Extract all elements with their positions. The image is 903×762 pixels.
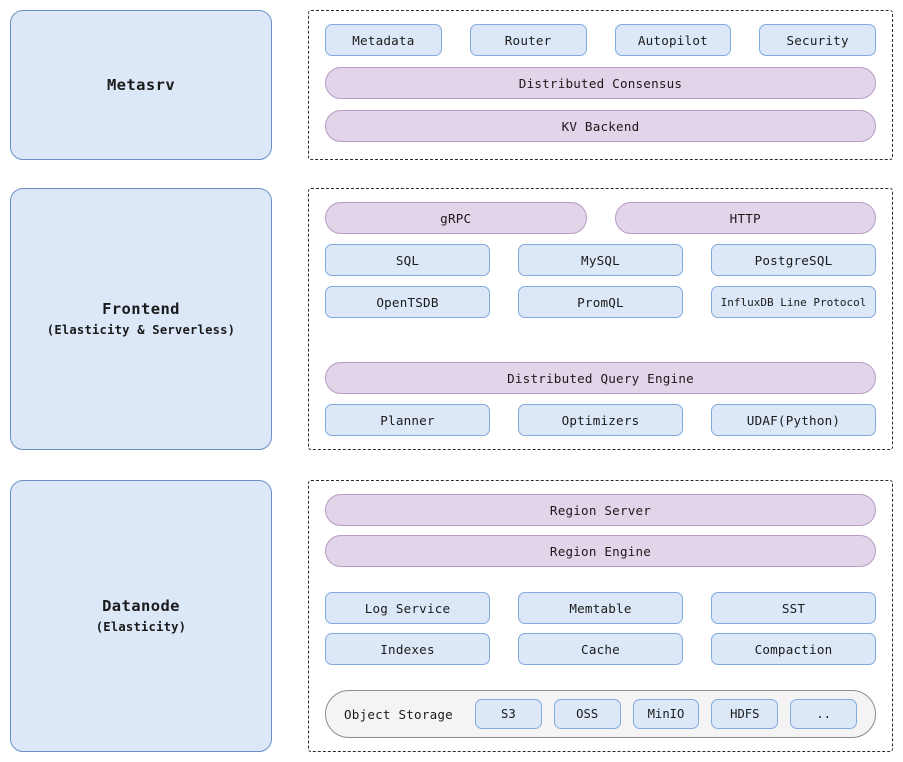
role-box-datanode: Datanode (Elasticity) xyxy=(10,480,272,752)
chip-postgresql[interactable]: PostgreSQL xyxy=(711,244,876,276)
pill-grpc[interactable]: gRPC xyxy=(325,202,587,234)
chip-oss[interactable]: OSS xyxy=(553,699,621,729)
chip-udaf-python[interactable]: UDAF(Python) xyxy=(711,404,876,436)
pill-region-engine[interactable]: Region Engine xyxy=(325,535,876,567)
datanode-storage-components-row-2: Indexes Cache Compaction xyxy=(325,633,876,665)
chip-promql[interactable]: PromQL xyxy=(518,286,683,318)
pill-distributed-query-engine[interactable]: Distributed Query Engine xyxy=(325,362,876,394)
chip-indexes[interactable]: Indexes xyxy=(325,633,490,665)
role-title-datanode: Datanode xyxy=(102,597,180,615)
chip-planner[interactable]: Planner xyxy=(325,404,490,436)
metasrv-components-row: Metadata Router Autopilot Security xyxy=(325,24,876,56)
chip-sql[interactable]: SQL xyxy=(325,244,490,276)
metasrv-kv-row: KV Backend xyxy=(325,110,876,142)
role-box-frontend: Frontend (Elasticity & Serverless) xyxy=(10,188,272,450)
datanode-spacer-bottom xyxy=(325,674,876,681)
panel-metasrv: Metadata Router Autopilot Security Distr… xyxy=(308,10,893,160)
role-title-metasrv: Metasrv xyxy=(106,75,176,94)
object-storage-label: Object Storage xyxy=(344,706,453,722)
frontend-protocol-compat-row: OpenTSDB PromQL InfluxDB Line Protocol xyxy=(325,286,876,318)
pill-kv-backend[interactable]: KV Backend xyxy=(325,110,876,142)
chip-hdfs[interactable]: HDFS xyxy=(711,699,779,729)
chip-sst[interactable]: SST xyxy=(711,592,876,624)
chip-compaction[interactable]: Compaction xyxy=(711,633,876,665)
chip-mysql[interactable]: MySQL xyxy=(518,244,683,276)
chip-router[interactable]: Router xyxy=(469,24,587,56)
datanode-region-server-row: Region Server xyxy=(325,494,876,526)
panel-datanode: Region Server Region Engine Log Service … xyxy=(308,480,893,752)
datanode-region-engine-row: Region Engine xyxy=(325,535,876,567)
chip-more[interactable]: .. xyxy=(790,699,858,729)
chip-log-service[interactable]: Log Service xyxy=(325,592,490,624)
pill-http[interactable]: HTTP xyxy=(614,202,876,234)
role-box-metasrv: Metasrv xyxy=(10,10,272,160)
frontend-spacer xyxy=(325,328,876,352)
frontend-engine-parts-row: Planner Optimizers UDAF(Python) xyxy=(325,404,876,436)
chip-autopilot[interactable]: Autopilot xyxy=(614,24,732,56)
datanode-spacer-top xyxy=(325,576,876,583)
chip-minio[interactable]: MinIO xyxy=(632,699,700,729)
chip-security[interactable]: Security xyxy=(759,24,876,56)
chip-s3[interactable]: S3 xyxy=(474,699,542,729)
chip-memtable[interactable]: Memtable xyxy=(518,592,683,624)
frontend-query-lang-row: SQL MySQL PostgreSQL xyxy=(325,244,876,276)
chip-influxdb-line-protocol[interactable]: InfluxDB Line Protocol xyxy=(711,286,876,318)
chip-opentsdb[interactable]: OpenTSDB xyxy=(325,286,490,318)
role-subtitle-datanode: (Elasticity) xyxy=(95,619,187,634)
pill-region-server[interactable]: Region Server xyxy=(325,494,876,526)
panel-frontend: gRPC HTTP SQL MySQL PostgreSQL OpenTSDB … xyxy=(308,188,893,450)
chip-metadata[interactable]: Metadata xyxy=(325,24,442,56)
datanode-storage-components-row-1: Log Service Memtable SST xyxy=(325,592,876,624)
metasrv-consensus-row: Distributed Consensus xyxy=(325,67,876,99)
chip-optimizers[interactable]: Optimizers xyxy=(518,404,683,436)
object-storage-group: Object Storage S3 OSS MinIO HDFS .. xyxy=(325,690,876,738)
role-subtitle-frontend: (Elasticity & Serverless) xyxy=(46,322,236,337)
role-title-frontend: Frontend xyxy=(102,300,180,318)
frontend-protocol-row: gRPC HTTP xyxy=(325,202,876,234)
pill-distributed-consensus[interactable]: Distributed Consensus xyxy=(325,67,876,99)
frontend-query-engine-row: Distributed Query Engine xyxy=(325,362,876,394)
chip-cache[interactable]: Cache xyxy=(518,633,683,665)
